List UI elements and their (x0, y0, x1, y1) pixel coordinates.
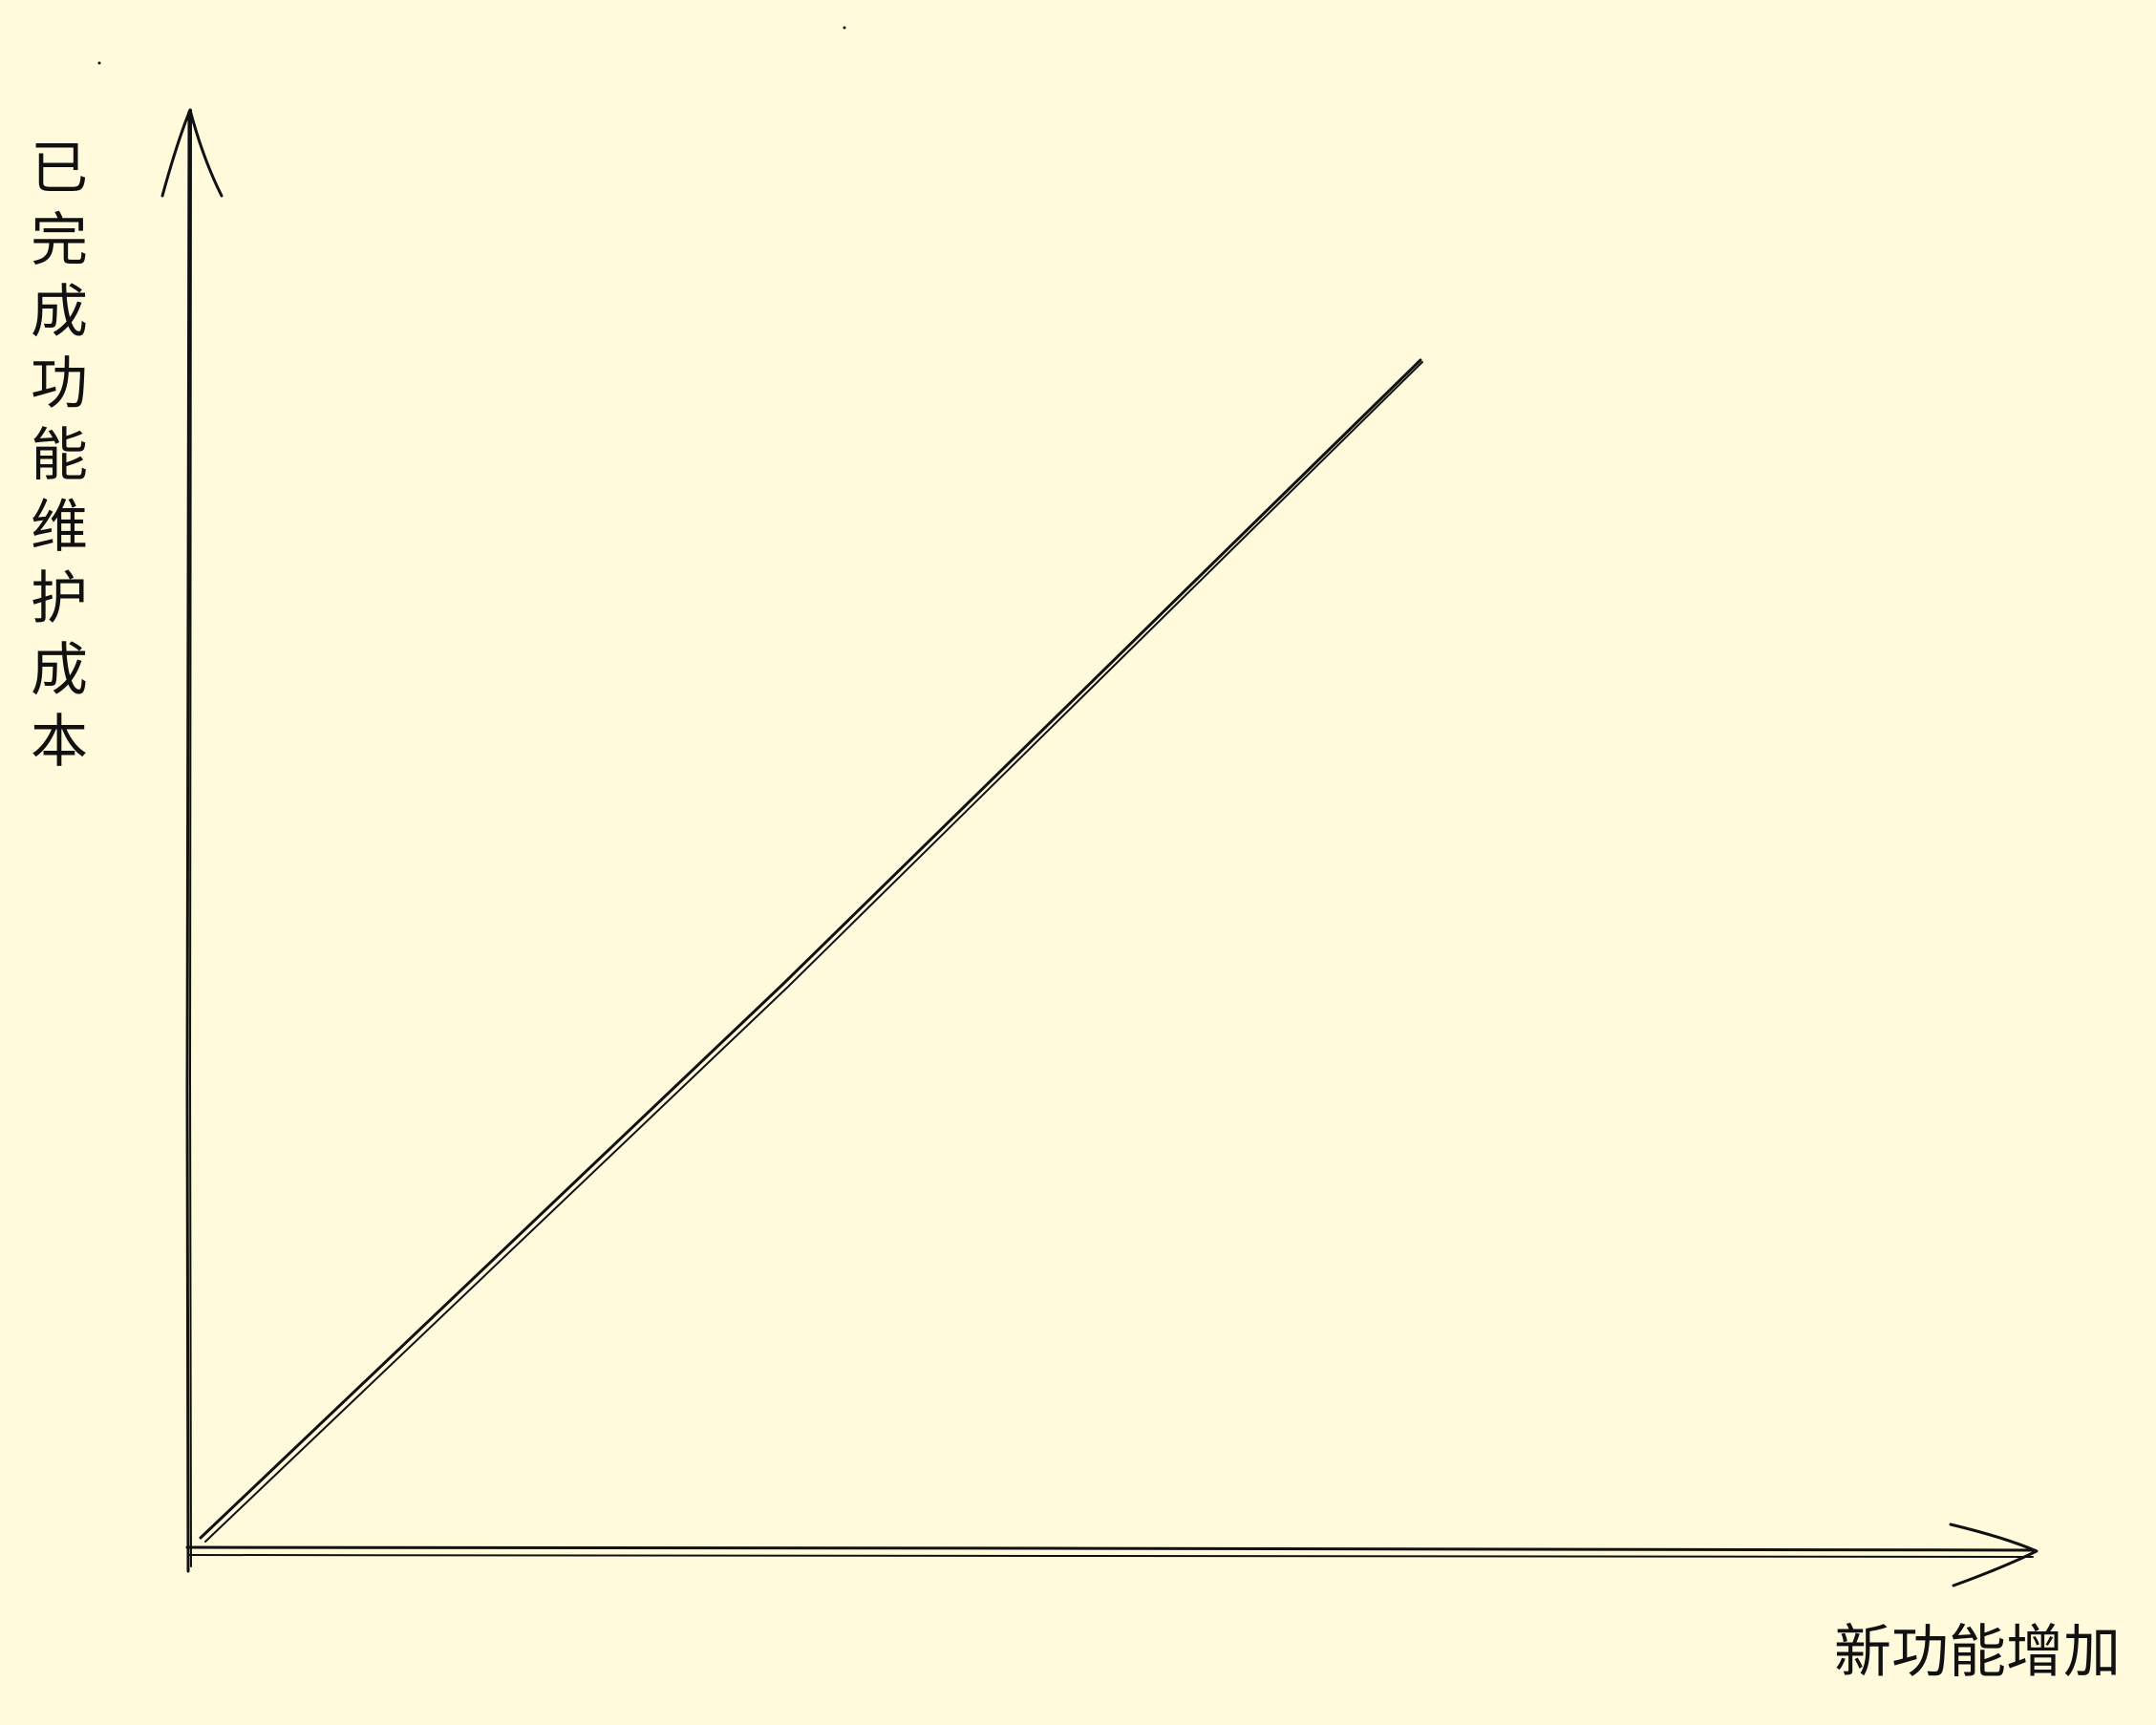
y-axis-label: 已完成功能维护成本 (31, 136, 88, 776)
y-axis (160, 108, 224, 1573)
speck (97, 61, 101, 65)
y-axis-arrowhead (160, 108, 224, 198)
x-axis-label: 新功能增加 (1834, 1619, 2121, 1686)
x-axis (185, 1523, 2039, 1587)
speck (843, 26, 846, 30)
x-axis-arrowhead (1949, 1523, 2039, 1587)
cost-trend-line (199, 358, 1423, 1543)
